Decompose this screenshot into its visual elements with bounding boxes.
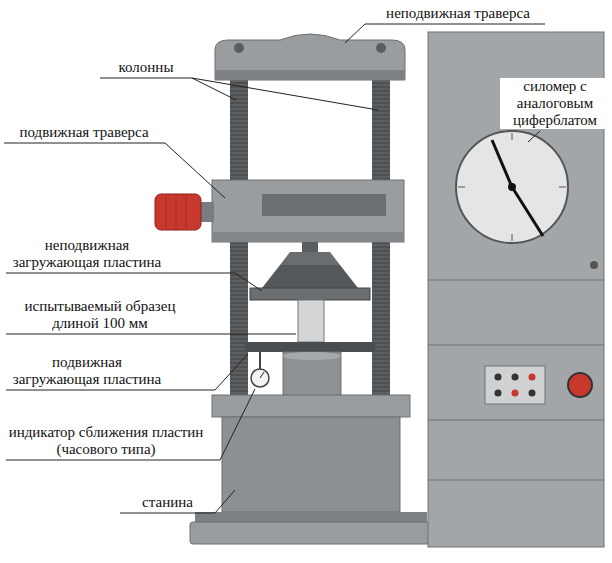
part-label: неподвижная загружающая пластина bbox=[8, 237, 166, 271]
moving-plate bbox=[245, 342, 375, 352]
leader-line bbox=[4, 143, 225, 198]
part-label: испытываемый образец длиной 100 мм bbox=[14, 298, 186, 332]
part-label: колонны bbox=[100, 59, 192, 76]
dial-needle bbox=[492, 140, 512, 187]
dial-tick bbox=[458, 187, 465, 188]
part-label: неподвижная траверса bbox=[372, 5, 544, 22]
button bbox=[529, 374, 536, 381]
button bbox=[495, 390, 502, 397]
dial-tick bbox=[559, 187, 566, 188]
platen-holder bbox=[262, 265, 358, 288]
leader-line bbox=[6, 334, 296, 335]
dial-tick bbox=[512, 133, 513, 140]
panel-seam bbox=[428, 420, 604, 421]
motor-rib bbox=[176, 196, 177, 228]
leader-line bbox=[528, 131, 540, 142]
leader-line bbox=[6, 273, 262, 291]
button bbox=[495, 374, 502, 381]
button bbox=[512, 374, 519, 381]
spindle bbox=[302, 242, 318, 252]
motor-rib bbox=[186, 196, 187, 228]
coupling bbox=[200, 202, 214, 222]
dial-hub bbox=[508, 183, 516, 191]
nut bbox=[234, 43, 244, 53]
leader-line bbox=[6, 354, 248, 390]
gauge-stem bbox=[259, 352, 261, 369]
fixed-crosshead bbox=[215, 34, 405, 80]
force-dial bbox=[456, 131, 568, 243]
motor bbox=[155, 194, 201, 230]
piston bbox=[283, 352, 341, 397]
button bbox=[512, 390, 519, 397]
panel-knob bbox=[590, 261, 598, 269]
nut bbox=[376, 43, 386, 53]
dial-gauge bbox=[251, 369, 269, 387]
dial-needle bbox=[512, 187, 543, 236]
part-label: индикатор сближения пластин (часового ти… bbox=[8, 424, 204, 458]
leader-line bbox=[120, 490, 235, 513]
button bbox=[529, 390, 536, 397]
base-flange bbox=[212, 395, 410, 417]
dial-tick bbox=[512, 234, 513, 241]
part-label: станина bbox=[120, 494, 215, 511]
panel-seam bbox=[428, 280, 604, 281]
base-foot bbox=[190, 522, 432, 544]
part-label: подвижная траверса bbox=[4, 124, 164, 141]
leader-line bbox=[192, 78, 378, 110]
base-body bbox=[222, 417, 400, 512]
specimen bbox=[298, 300, 324, 342]
piston-top bbox=[283, 352, 341, 360]
emergency-stop bbox=[568, 373, 592, 397]
crosshead-edge bbox=[212, 232, 404, 242]
moving-crosshead bbox=[212, 180, 404, 242]
motor-rib bbox=[166, 196, 167, 228]
crosshead-edge bbox=[215, 70, 405, 80]
leader-line bbox=[6, 389, 255, 460]
gauge-needle bbox=[260, 372, 264, 378]
leader-line bbox=[345, 24, 545, 43]
button-block bbox=[485, 366, 545, 404]
base-step bbox=[195, 512, 427, 522]
crosshead-recess bbox=[262, 194, 386, 216]
panel-seam bbox=[428, 480, 604, 481]
panel-seam bbox=[428, 345, 604, 346]
fixed-plate bbox=[250, 288, 370, 300]
spherical-seat bbox=[280, 252, 340, 265]
part-label: силомер с аналоговым циферблатом bbox=[500, 78, 610, 129]
leader-line bbox=[100, 78, 236, 100]
part-label: подвижная загружающая пластина bbox=[8, 354, 166, 388]
